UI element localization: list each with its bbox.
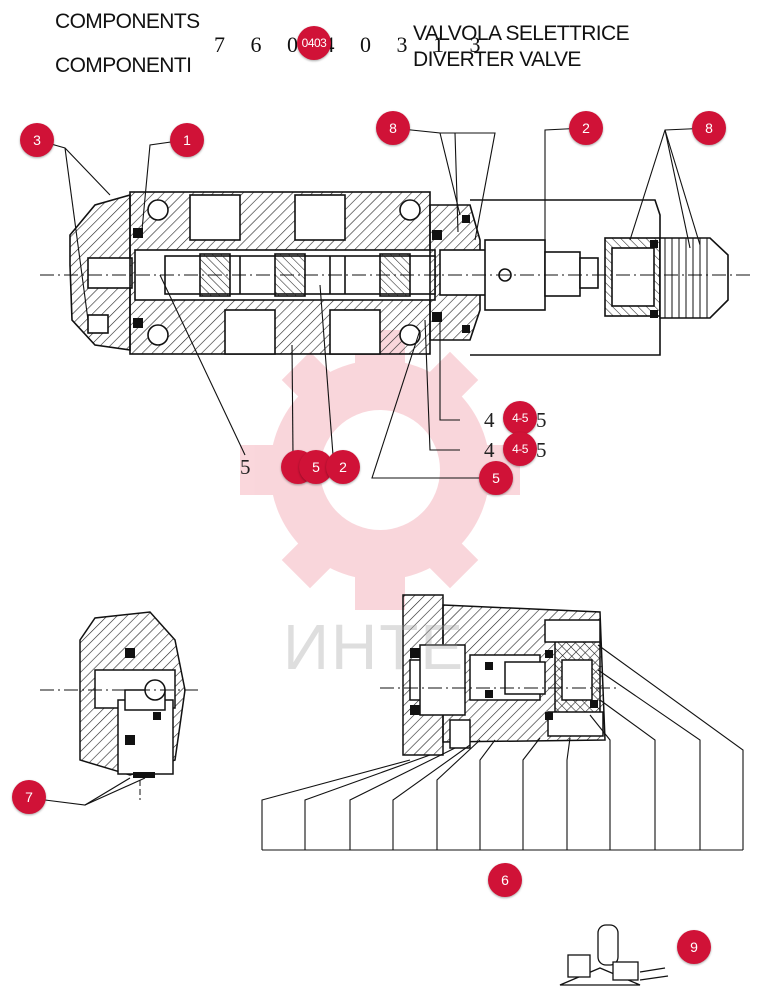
callout-badge-4-5-lower[interactable]: 4-5 bbox=[503, 432, 537, 466]
callout-badge-7[interactable]: 7 bbox=[12, 780, 46, 814]
seal-kit-drawing bbox=[559, 924, 669, 986]
label-5-left: 5 bbox=[240, 455, 251, 479]
callout-badge-2-mid[interactable]: 2 bbox=[326, 450, 360, 484]
callout-badge-9[interactable]: 9 bbox=[677, 930, 711, 964]
callout-badge-8-left[interactable]: 8 bbox=[376, 111, 410, 145]
header-components-en: COMPONENTS bbox=[55, 10, 200, 33]
callout-badge-3[interactable]: 3 bbox=[20, 123, 54, 157]
title-it: VALVOLA SELETTRICE bbox=[413, 22, 630, 45]
part-code: 7 6 0 4 0 3 1 3 bbox=[214, 32, 491, 57]
label-4-lower: 4 bbox=[484, 438, 495, 462]
callout-badge-2-top[interactable]: 2 bbox=[569, 111, 603, 145]
callout-badge-4-5-upper[interactable]: 4-5 bbox=[503, 401, 537, 435]
callout-badge-6[interactable]: 6 bbox=[488, 863, 522, 897]
callout-badge-code[interactable]: 0403 bbox=[297, 26, 331, 60]
callout-badge-8-right[interactable]: 8 bbox=[692, 111, 726, 145]
title-en: DIVERTER VALVE bbox=[413, 48, 581, 71]
header-components-it: COMPONENTI bbox=[55, 54, 192, 77]
watermark-text: ИНТЕ bbox=[283, 611, 465, 683]
label-5-upper: 5 bbox=[536, 408, 547, 432]
callout-badge-5-low[interactable]: 5 bbox=[479, 461, 513, 495]
callout-badge-1[interactable]: 1 bbox=[170, 123, 204, 157]
label-4-upper: 4 bbox=[484, 408, 495, 432]
label-5-lower: 5 bbox=[536, 438, 547, 462]
